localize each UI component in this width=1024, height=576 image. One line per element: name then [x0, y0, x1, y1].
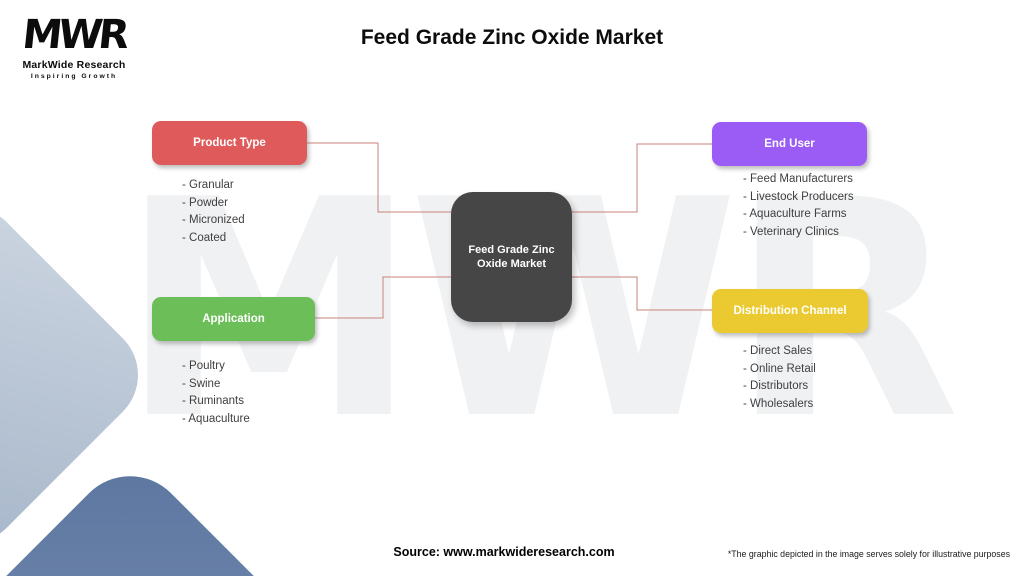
- brand-logo-mark: MWR: [20, 12, 128, 58]
- brand-tagline: Inspiring Growth: [30, 73, 118, 80]
- category-label-application: Application: [202, 313, 265, 325]
- central-node: Feed Grade Zinc Oxide Market: [451, 192, 572, 322]
- list-item: - Aquaculture Farms: [743, 208, 847, 220]
- list-item: - Aquaculture: [182, 412, 250, 425]
- category-items-distribution-channel: - Direct Sales - Online Retail - Distrib…: [743, 343, 816, 413]
- category-box-end-user: End User: [712, 122, 867, 166]
- category-label-distribution-channel: Distribution Channel: [733, 305, 847, 317]
- connector-product-type: [307, 142, 451, 213]
- connector-distribution-channel: [572, 276, 712, 311]
- brand-logo: MWR MarkWide Research Inspiring Growth: [18, 12, 130, 80]
- category-items-product-type: - Granular - Powder - Micronized - Coate…: [182, 177, 245, 247]
- list-item: - Ruminants: [182, 395, 244, 407]
- category-label-end-user: End User: [764, 138, 815, 150]
- category-items-application: - Poultry - Swine - Ruminants - Aquacult…: [182, 358, 250, 428]
- list-item: - Direct Sales: [743, 345, 813, 357]
- central-node-label-line1: Feed Grade Zinc: [468, 244, 555, 256]
- list-item: - Distributors: [743, 380, 809, 392]
- list-item: - Poultry: [182, 360, 225, 372]
- category-label-product-type: Product Type: [193, 137, 266, 149]
- list-item: - Powder: [182, 196, 229, 209]
- list-item: - Veterinary Clinics: [743, 225, 839, 238]
- disclaimer-text: *The graphic depicted in the image serve…: [727, 549, 1010, 559]
- list-item: - Swine: [182, 377, 221, 390]
- central-node-label-line2: Oxide Market: [476, 258, 547, 270]
- category-box-product-type: Product Type: [152, 121, 307, 165]
- list-item: - Coated: [182, 231, 227, 244]
- list-item: - Feed Manufacturers: [743, 173, 853, 185]
- connector-application: [315, 276, 451, 319]
- source-text: Source: www.markwideresearch.com: [393, 545, 615, 559]
- list-item: - Micronized: [182, 214, 245, 226]
- category-box-distribution-channel: Distribution Channel: [712, 289, 868, 333]
- list-item: - Online Retail: [743, 362, 816, 375]
- list-item: - Wholesalers: [743, 397, 814, 410]
- brand-name: MarkWide Research: [22, 59, 126, 71]
- list-item: - Granular: [182, 179, 234, 191]
- list-item: - Livestock Producers: [743, 190, 854, 203]
- page-title: Feed Grade Zinc Oxide Market: [360, 26, 664, 49]
- category-box-application: Application: [152, 297, 315, 341]
- category-items-end-user: - Feed Manufacturers - Livestock Produce…: [743, 171, 854, 241]
- connector-end-user: [572, 143, 712, 213]
